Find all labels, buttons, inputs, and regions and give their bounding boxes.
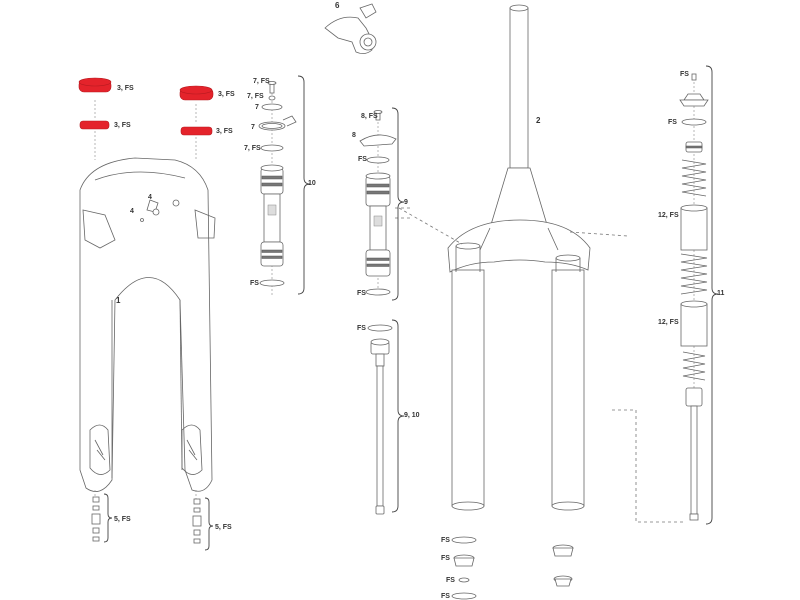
part-4-bolts [140,208,160,222]
label-part-2: 2 [536,116,541,125]
part-11-spring-assembly [679,73,709,521]
part-10-damper-cartridge [258,81,297,295]
part-2-crown-steerer [447,4,591,511]
part-6-remote-lever [324,3,377,54]
label-fs-rod: FS [357,325,366,332]
group-braces [103,65,719,551]
label-part-12-b: 12, FS [658,319,679,326]
label-part-7-3: 7 [255,104,259,111]
label-part-6: 6 [335,1,340,10]
label-part-7-4: 7 [251,124,255,131]
label-fs-right-1: FS [680,71,689,78]
lower-legs [79,157,216,492]
label-part-3-right-top: 3, FS [218,91,235,98]
label-part-9-10: 9, 10 [404,412,420,419]
label-fs-right-2: FS [668,119,677,126]
label-part-4-b: 4 [130,208,134,215]
label-part-10: 10 [308,180,316,187]
label-part-7-5: 7, FS [244,145,261,152]
label-part-8-1: 8, FS [361,113,378,120]
label-fs-part-10: FS [250,280,259,287]
label-fs-bottom-4: FS [441,593,450,600]
bottom-seal-parts [451,536,574,600]
label-fs-part-9-2: FS [357,290,366,297]
label-part-4-a: 4 [148,194,152,201]
part-5-bottom-bolts [91,490,202,544]
label-part-7-1: 7, FS [253,78,270,85]
label-fs-bottom-1: FS [441,537,450,544]
part-9-cartridge [359,110,412,296]
label-part-3-right-bottom: 3, FS [216,128,233,135]
label-part-11: 11 [717,290,725,297]
label-fs-bottom-3: FS [446,577,455,584]
label-fs-bottom-2: FS [441,555,450,562]
label-part-12-a: 12, FS [658,212,679,219]
label-part-1: 1 [116,296,121,305]
label-part-3-left-bottom: 3, FS [114,122,131,129]
label-part-7-2: 7, FS [247,93,264,100]
label-part-9: 9 [404,199,408,206]
label-part-5-right: 5, FS [215,524,232,531]
label-part-8-2: 8 [352,132,356,139]
red-top-caps [78,77,214,136]
rod-assembly [367,324,393,515]
label-part-5-left: 5, FS [114,516,131,523]
label-part-3-left-top: 3, FS [117,85,134,92]
label-fs-part-9-1: FS [358,156,367,163]
